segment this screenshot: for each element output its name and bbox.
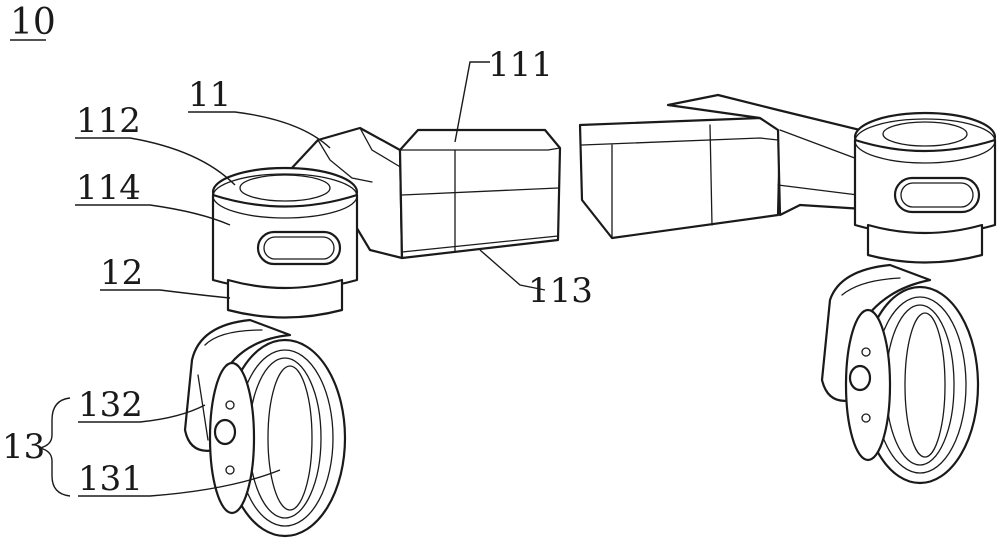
reference-labels: 10 111 11 112 114 113 12 13 132 131	[2, 2, 593, 499]
label-112: 112	[76, 101, 141, 141]
label-113: 113	[528, 271, 593, 311]
right-hub-slot	[893, 176, 981, 214]
label-13: 13	[2, 427, 45, 467]
label-114: 114	[76, 168, 141, 208]
label-131: 131	[78, 459, 143, 499]
leader-lines	[39, 61, 546, 497]
left-hub-slot	[256, 230, 342, 266]
label-111: 111	[488, 45, 553, 85]
label-10: 10	[10, 2, 56, 43]
right-caster-assembly	[578, 93, 997, 485]
label-12: 12	[100, 253, 143, 293]
left-swivel-ring	[226, 278, 344, 319]
left-caster-assembly	[183, 126, 562, 538]
label-11: 11	[188, 75, 231, 115]
label-132: 132	[78, 385, 143, 425]
right-sleeve	[578, 116, 782, 240]
right-swivel-ring	[866, 223, 984, 264]
